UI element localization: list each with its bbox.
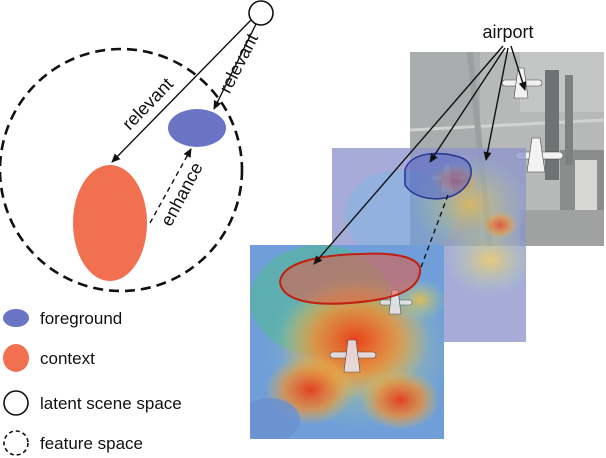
context-swatch	[3, 344, 29, 372]
airport-pointer-to-context	[313, 45, 504, 265]
relevant-arrow-to-context	[111, 19, 252, 163]
legend-item-latent: latent scene space	[3, 390, 182, 416]
legend-label: foreground	[40, 309, 122, 328]
context-region	[278, 252, 422, 305]
legend-label: feature space	[40, 434, 143, 453]
label-enhance: enhance	[157, 159, 207, 229]
legend-item-foreground: foreground	[3, 309, 122, 328]
airplane-icon	[329, 339, 377, 373]
feature-space-swatch	[3, 430, 29, 456]
context-ellipse	[73, 165, 147, 281]
legend: foreground context latent scene space fe…	[3, 309, 182, 456]
foreground-ellipse	[168, 109, 226, 147]
legend-item-context: context	[3, 344, 95, 372]
legend-item-feature: feature space	[3, 430, 143, 456]
airport-pointer-to-photo-left	[483, 47, 509, 161]
feature-space-circle	[0, 47, 244, 293]
airplane-icon	[514, 137, 564, 173]
airport-label: airport	[482, 22, 533, 42]
label-relevant-right: relevant	[215, 30, 262, 96]
latent-scene-swatch	[3, 390, 29, 416]
airport-pointer-to-foreground	[429, 47, 506, 163]
legend-label: latent scene space	[40, 394, 182, 413]
relevant-arrow-to-foreground	[213, 23, 257, 110]
schematic: relevant relevant enhance	[0, 0, 274, 293]
latent-scene-space-node	[248, 0, 274, 26]
foreground-swatch	[3, 309, 29, 327]
legend-label: context	[40, 349, 95, 368]
foreground-to-context-line	[419, 194, 449, 271]
airport-pointer-to-photo-right	[510, 45, 527, 91]
foreground-region	[404, 152, 472, 200]
